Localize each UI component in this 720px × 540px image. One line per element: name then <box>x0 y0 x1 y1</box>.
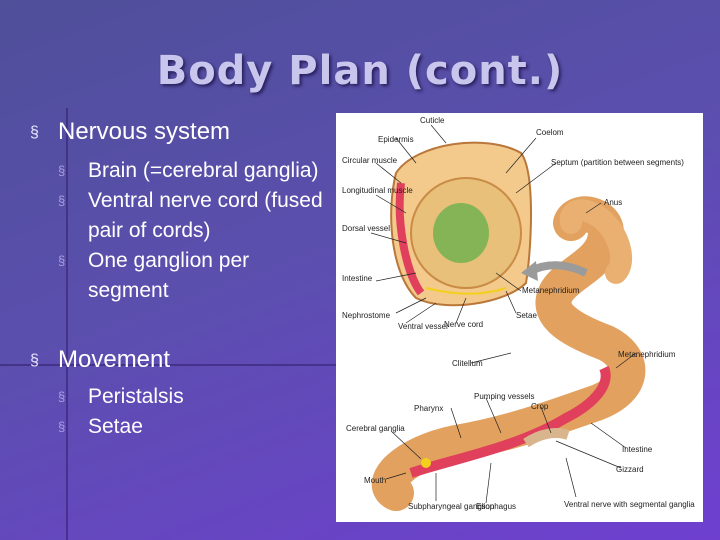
label-pharynx: Pharynx <box>414 404 443 413</box>
item-text: Setae <box>88 415 143 438</box>
worm-tail <box>559 199 633 284</box>
cross-section-gut <box>433 203 489 263</box>
label-subpharyngeal-ganglion: Subpharyngeal ganglion <box>408 502 494 511</box>
leader-lines <box>370 124 637 504</box>
brain-shape <box>421 458 431 468</box>
label-ventral-vessel: Ventral vessel <box>398 322 448 331</box>
label-setae: Setae <box>516 311 537 320</box>
slide-title: Body Plan (cont.) <box>156 48 564 94</box>
heading-text: Movement <box>58 346 171 373</box>
label-intestine-bottom: Intestine <box>622 445 653 454</box>
label-ventral-nerve: Ventral nerve with segmental ganglia <box>564 500 695 509</box>
item-text: Brain (=cerebral ganglia) <box>88 159 319 182</box>
direction-arrowhead <box>521 261 538 281</box>
vertical-divider <box>66 108 68 540</box>
label-crop: Crop <box>531 402 549 411</box>
label-esophagus: Esophagus <box>476 502 516 511</box>
bullet-list: § Nervous system § Brain (=cerebral gang… <box>30 118 330 442</box>
label-intestine-top: Intestine <box>342 274 373 283</box>
item-text: Peristalsis <box>88 385 184 408</box>
horizontal-divider <box>0 364 336 366</box>
nerve-line <box>425 287 507 295</box>
label-mouth: Mouth <box>364 476 386 485</box>
sub-bullet-marker: § <box>58 389 66 404</box>
label-metanephridium-top: Metanephridium <box>522 286 580 295</box>
label-cuticle: Cuticle <box>420 116 445 125</box>
label-cerebral-ganglia: Cerebral ganglia <box>346 424 405 433</box>
label-pumping-vessels: Pumping vessels <box>474 392 534 401</box>
sub-bullet-marker: § <box>58 253 66 268</box>
item-text: Ventral nerve cord (fused pair of cords) <box>88 189 323 242</box>
label-nephrostome: Nephrostome <box>342 311 391 320</box>
sub-bullet-marker: § <box>58 163 66 178</box>
label-gizzard: Gizzard <box>616 465 644 474</box>
muscle-layer <box>395 182 425 296</box>
gizzard-shape <box>523 428 570 448</box>
heading-text: Nervous system <box>58 118 231 145</box>
label-nerve-cord: Nerve cord <box>444 320 483 329</box>
section-heading-nervous: § Nervous system <box>30 118 330 146</box>
label-epidermis: Epidermis <box>378 135 414 144</box>
bullet-marker: § <box>30 352 39 369</box>
label-septum: Septum (partition between segments) <box>551 158 684 167</box>
earthworm-anatomy-diagram: Cuticle Epidermis Coelom Circular muscle… <box>336 113 703 522</box>
label-dorsal-vessel: Dorsal vessel <box>342 224 390 233</box>
label-clitellum: Clitellum <box>452 359 483 368</box>
list-item: § Peristalsis <box>58 382 330 412</box>
label-metanephridium-right: Metanephridium <box>618 350 676 359</box>
list-item: § Ventral nerve cord (fused pair of cord… <box>58 186 330 246</box>
bullet-marker: § <box>30 124 39 141</box>
internal-gut <box>409 365 611 478</box>
label-longitudinal-muscle: Longitudinal muscle <box>342 186 413 195</box>
label-coelom: Coelom <box>536 128 564 137</box>
item-text: One ganglion per segment <box>88 249 250 302</box>
list-item: § Brain (=cerebral ganglia) <box>58 156 330 186</box>
list-item: § One ganglion per segment <box>58 246 330 306</box>
sub-bullet-marker: § <box>58 419 66 434</box>
label-anus: Anus <box>604 198 622 207</box>
list-item: § Setae <box>58 412 330 442</box>
section-heading-movement: § Movement <box>30 346 330 374</box>
label-circular-muscle: Circular muscle <box>342 156 398 165</box>
sub-bullet-marker: § <box>58 193 66 208</box>
